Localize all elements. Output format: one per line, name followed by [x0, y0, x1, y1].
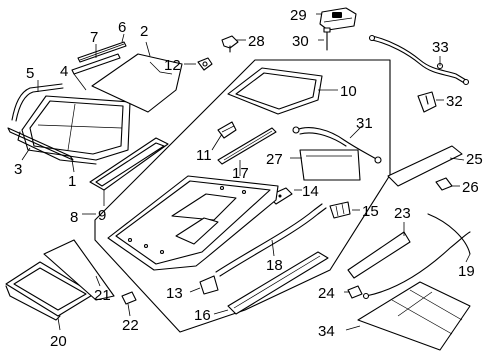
callout-13: 13 [166, 285, 183, 302]
callout-5: 5 [26, 65, 34, 82]
part-4-glass-panel [17, 95, 131, 165]
callout-7: 7 [90, 29, 98, 46]
callout-20: 20 [50, 333, 67, 350]
callout-16: 16 [194, 307, 211, 324]
callout-31: 31 [356, 115, 373, 132]
callout-30: 30 [292, 33, 309, 50]
part-33-drain-hose [368, 34, 470, 86]
part-34-sunshade [357, 281, 471, 351]
callout-32: 32 [446, 93, 463, 110]
part-16-side-rail [227, 251, 329, 315]
callout-24: 24 [318, 285, 335, 302]
part-6-rail [77, 41, 127, 63]
callout-26: 26 [462, 179, 479, 196]
callout-6: 6 [118, 19, 126, 36]
callout-1: 1 [68, 173, 76, 190]
part-21-lower-trim [43, 239, 115, 301]
part-28-fastener [221, 35, 239, 53]
callout-10: 10 [340, 83, 357, 100]
callout-25: 25 [466, 151, 483, 168]
part-32-bracket [417, 91, 437, 113]
callout-4: 4 [60, 63, 68, 80]
part-25-trim [387, 145, 463, 187]
part-12-clip [197, 57, 213, 71]
callout-34: 34 [318, 323, 335, 340]
part-7-rail [71, 53, 121, 75]
callout-11: 11 [196, 147, 212, 164]
callout-22: 22 [122, 317, 139, 334]
part-2-shade-panel [91, 53, 183, 113]
part-29-motor [319, 7, 357, 31]
part-27-filler-panel [299, 149, 361, 181]
part-10-glass-frame [227, 67, 323, 115]
callout-27: 27 [266, 151, 283, 168]
part-9-seal-frame [89, 137, 169, 191]
callout-33: 33 [432, 39, 449, 56]
callout-12: 12 [164, 57, 181, 74]
part-31-wiring-harness [292, 126, 382, 164]
part-23-strip [347, 231, 411, 279]
part-15-clip [329, 201, 351, 219]
part-17-deflector [217, 127, 277, 165]
callout-labels: 1 2 3 4 5 6 7 8 9 10 11 12 13 14 15 16 1… [14, 7, 483, 350]
callout-23: 23 [394, 205, 411, 222]
callout-21: 21 [94, 287, 111, 304]
part-5-seal-strip [11, 83, 64, 122]
part-22-clip [121, 291, 137, 305]
part-26-clip [435, 177, 453, 191]
part-30-bolt [323, 27, 331, 51]
part-11-bracket [217, 121, 237, 139]
callout-18: 18 [266, 257, 283, 274]
callout-9: 9 [98, 207, 106, 224]
callout-17: 17 [232, 165, 249, 182]
part-19-drain-tube [362, 213, 471, 300]
callout-29: 29 [290, 7, 307, 24]
leader-lines [21, 13, 471, 331]
sunroof-frame-assembly [107, 175, 279, 271]
callout-8: 8 [70, 209, 78, 226]
part-18-rail [215, 203, 327, 277]
callout-28: 28 [248, 33, 265, 50]
part-3-front-trim [7, 127, 74, 161]
callout-3: 3 [14, 161, 22, 178]
callout-15: 15 [362, 203, 379, 220]
assembly-group-outline [94, 59, 391, 333]
part-24-clip [347, 285, 363, 299]
part-13-bracket [199, 275, 219, 295]
callout-14: 14 [302, 183, 319, 200]
callout-2: 2 [140, 23, 148, 40]
callout-19: 19 [458, 263, 475, 280]
